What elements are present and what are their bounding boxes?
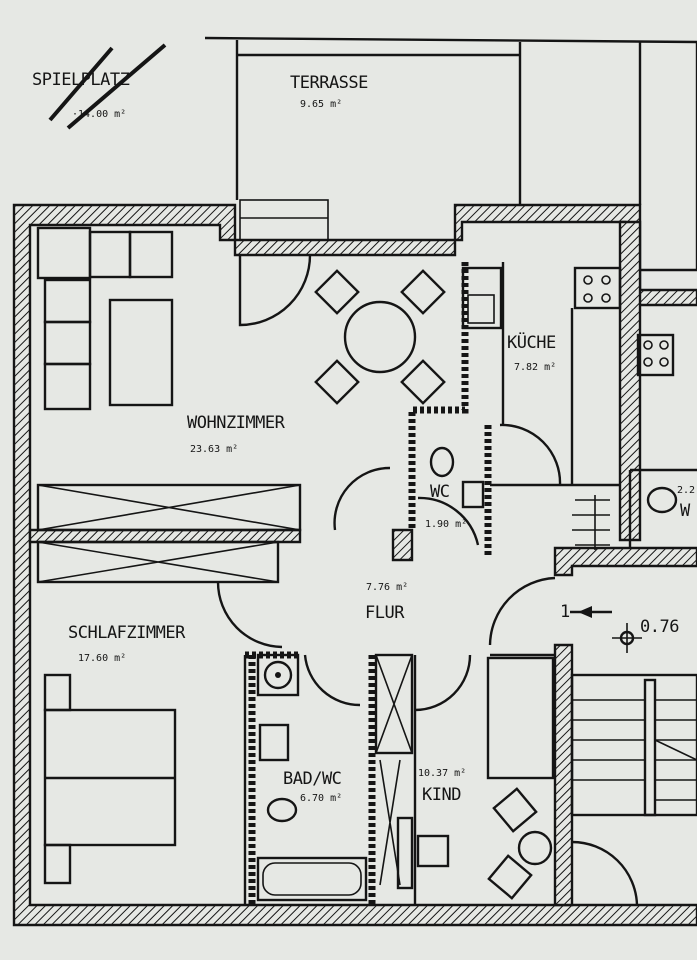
bad-label: BAD/WC (283, 769, 341, 789)
bedroom-furniture (43, 673, 177, 885)
kind-label: KIND (422, 785, 461, 805)
flur-label: FLUR (365, 603, 405, 623)
terrasse-label: TERRASSE (290, 73, 368, 93)
schlafzimmer-area: 17.60 m² (78, 653, 126, 664)
kind-area: 10.37 m² (418, 768, 466, 779)
bathroom-fixtures (256, 653, 414, 902)
stair-number: 1 (560, 602, 570, 622)
elevation-marker-icon (612, 623, 642, 653)
neighbor-wc-label: W (680, 501, 691, 521)
elevation-value: 0.76 (640, 617, 679, 637)
neighbor-wc-area: 2.2 (677, 485, 695, 496)
living-room-furniture (36, 226, 446, 584)
terrasse-area-value: 9.65 m² (300, 99, 342, 110)
exterior-walls (12, 203, 697, 927)
interior-walls (28, 262, 697, 907)
staircase (570, 606, 697, 817)
hallway-doors (216, 466, 639, 906)
schlafzimmer-label: SCHLAFZIMMER (68, 623, 186, 643)
spielplatz-label: SPIELPLATZ (32, 70, 130, 90)
spielplatz-strike-marks (48, 43, 167, 130)
wohnzimmer-label: WOHNZIMMER (187, 413, 286, 433)
kueche-label: KÜCHE (507, 331, 556, 353)
wc-area: 1.90 m² (425, 519, 467, 530)
kids-room-furniture (416, 656, 555, 900)
kueche-area: 7.82 m² (514, 362, 556, 373)
bad-area: 6.70 m² (300, 793, 342, 804)
kitchen-furniture (461, 262, 678, 550)
wc-fixtures (417, 446, 485, 546)
wc-label: WC (430, 482, 449, 502)
terrasse-area (204, 36, 697, 272)
spielplatz-area: ·14.00 m² (72, 109, 126, 120)
flur-area: 7.76 m² (366, 582, 408, 593)
wohnzimmer-area: 23.63 m² (190, 444, 238, 455)
